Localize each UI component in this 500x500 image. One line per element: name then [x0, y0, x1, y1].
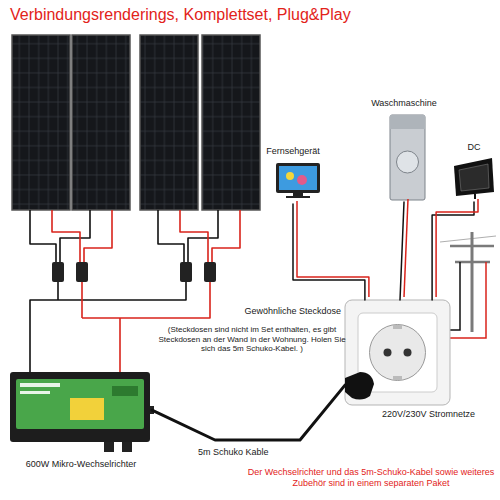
appliance-wire [432, 202, 474, 300]
appliance-wire [432, 199, 478, 300]
socket-label: Gewöhnliche Steckdose [244, 306, 341, 317]
micro-inverter-body [10, 372, 154, 452]
live-wire [436, 199, 478, 297]
live-wire [297, 201, 369, 297]
appliance-wire [293, 204, 365, 300]
floodlight-icon [454, 158, 494, 199]
wall-socket: Gewöhnliche Steckdose [345, 300, 450, 405]
device-label: Fernsehgerät [266, 146, 320, 157]
mc4-connectors [52, 262, 216, 282]
device-label: Waschmaschine [371, 98, 437, 109]
appliance-wire [400, 199, 408, 300]
inverter-label: 600W Mikro-Wechselrichter [26, 459, 136, 470]
wall-socket-plate [345, 300, 450, 405]
tv-device: Fernsehgerät [262, 146, 324, 204]
schuko-cable [152, 385, 345, 440]
schuko-cable [152, 385, 345, 440]
note-text: (Steckdosen sind nicht im Set enthalten,… [158, 325, 346, 354]
dc-floodlight: DC [452, 142, 496, 202]
device-label: DC [468, 142, 481, 153]
appliance-wire [400, 202, 404, 300]
cable-label: 5m Schuko Kable [198, 447, 269, 458]
micro-inverter: 600W Mikro-Wechselrichter [10, 372, 152, 470]
diagram-title: Verbindungsrenderings, Komplettset, Plug… [10, 5, 351, 24]
washing-machine-icon [390, 115, 425, 200]
grid-label: 220V/230V Stromnetze [382, 409, 475, 420]
appliance-wire [293, 201, 369, 300]
package-note: Der Wechselrichter und das 5m-Schuko-Kab… [246, 467, 496, 489]
washing-machine: Waschmaschine [368, 98, 440, 202]
live-wire [404, 199, 408, 297]
solar-panels [12, 35, 260, 210]
tv-icon [276, 163, 320, 198]
